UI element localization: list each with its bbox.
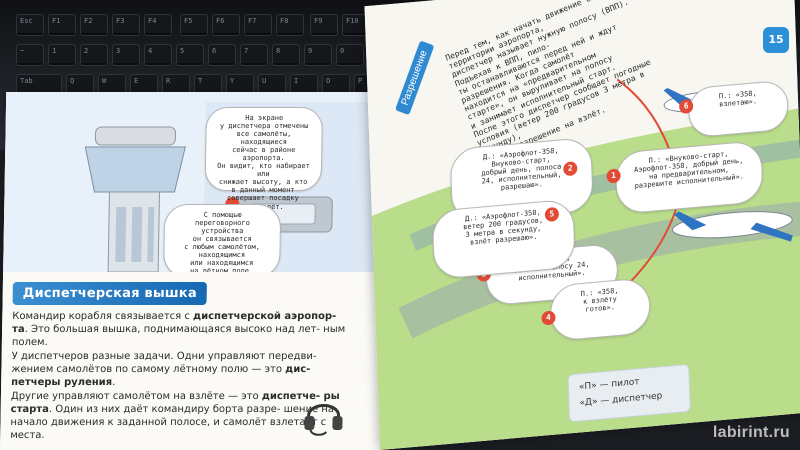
legend-row-dispatcher: «Д» — диспетчер <box>579 391 662 408</box>
headset-icon <box>300 392 347 438</box>
bubble-2-text: Д.: «Аэрофлот-358, Внуково-старт, добрый… <box>481 146 562 192</box>
key: ~ <box>16 44 44 66</box>
plane-bottom <box>671 211 793 242</box>
watermark: labirint.ru <box>712 424 790 441</box>
paragraph-3-a: Другие управляют самолётом на взлёте — э… <box>10 391 262 402</box>
paragraph-2-c: . <box>112 377 116 388</box>
paragraph-1-c: . Это большая вышка, поднимающаяся высок… <box>11 324 346 348</box>
bubble-6-text: П.: «358, взлетаю». <box>718 89 758 109</box>
bubble-5: 5 Д.: «Аэрофлот-358, ветер 200 градусов,… <box>431 198 576 280</box>
key: Esc <box>16 14 44 36</box>
control-tower-illustration: На экране у диспетчера отмечены все само… <box>3 92 387 278</box>
speech-bubble-bottom: С помощью переговорного устройства он св… <box>163 204 282 278</box>
key: F6 <box>212 14 240 36</box>
key: 9 <box>304 44 332 66</box>
bubble-6-number: 6 <box>678 98 694 115</box>
key: 4 <box>144 44 172 66</box>
key: F10 <box>342 14 370 36</box>
key: 2 <box>80 44 108 66</box>
legend-dispatcher-text: «Д» — диспетчер <box>579 391 663 409</box>
key: 7 <box>240 44 268 66</box>
key: 0 <box>336 44 364 66</box>
key: 6 <box>208 44 236 66</box>
legend-pilot-text: «П» — пилот <box>578 377 640 393</box>
key: 1 <box>48 44 76 66</box>
section-title: Диспетчерская вышка <box>12 282 208 305</box>
key: F4 <box>144 14 172 36</box>
paragraph-2-a: У диспетчеров разные задачи. Одни управл… <box>11 351 317 375</box>
key: F3 <box>112 14 140 36</box>
paragraph-3-c: . Один из них даёт командиру борта разре… <box>10 404 335 441</box>
key: F5 <box>180 14 208 36</box>
paragraph-2: У диспетчеров разные задачи. Одни управл… <box>11 350 352 389</box>
key: F1 <box>48 14 76 36</box>
key: U <box>258 74 286 96</box>
paragraph-1-a: Командир корабля связывается с <box>12 311 194 322</box>
key: F9 <box>310 14 338 36</box>
left-page: На экране у диспетчера отмечены все само… <box>0 92 387 450</box>
speech-bubble-top: На экране у диспетчера отмечены все само… <box>204 107 323 211</box>
bubble-4-number: 4 <box>541 310 556 326</box>
bubble-5-text: Д.: «Аэрофлот-358, ветер 200 градусов, 3… <box>463 208 544 247</box>
bubble-1-number: 1 <box>606 168 621 184</box>
bubble-4-text: П.: «358, к взлёту готов». <box>580 286 619 314</box>
key: F7 <box>244 14 272 36</box>
bubble-bottom-text: С помощью переговорного устройства он св… <box>184 211 261 275</box>
page-number-badge: 15 <box>763 27 789 53</box>
right-page: Перед тем, как начать движение самолёта … <box>364 0 800 450</box>
key: F8 <box>276 14 304 36</box>
key: O <box>322 74 350 96</box>
key: 5 <box>176 44 204 66</box>
key: 8 <box>272 44 300 66</box>
bubble-1-text: П.: «Внуково-старт, Аэрофлот-358, добрый… <box>633 149 745 191</box>
tower-shape <box>84 126 186 273</box>
bubble-top-text: На экране у диспетчера отмечены все само… <box>217 114 310 211</box>
paragraph-1: Командир корабля связывается с диспетчер… <box>12 310 353 349</box>
left-page-text: Диспетчерская вышка Командир корабля свя… <box>0 272 384 450</box>
key: F2 <box>80 14 108 36</box>
key: 3 <box>112 44 140 66</box>
legend-row-pilot: «П» — пилот <box>579 377 640 392</box>
